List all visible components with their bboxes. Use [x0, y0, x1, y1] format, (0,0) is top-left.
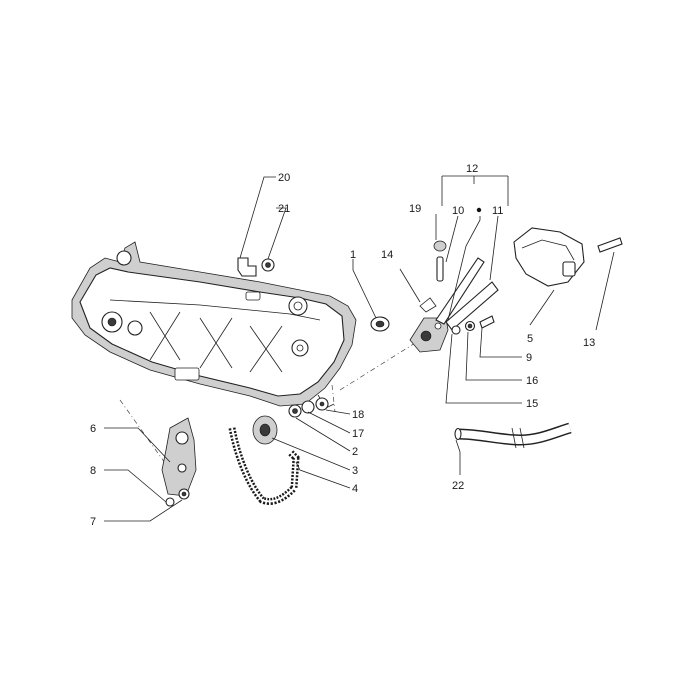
toothed-belt	[228, 427, 300, 505]
label-10: 10	[452, 205, 464, 217]
pulley-stack	[252, 397, 329, 445]
label-2: 2	[352, 446, 358, 458]
label-9: 9	[526, 352, 532, 364]
label-21: 21	[278, 203, 290, 215]
label-7: 7	[90, 516, 96, 528]
label-19: 19	[409, 203, 421, 215]
belt-bracket-part	[161, 417, 197, 507]
label-22: 22	[452, 480, 464, 492]
label-1: 1	[350, 249, 356, 261]
bullet-marker	[476, 207, 482, 213]
label-11: 11	[492, 205, 503, 217]
bracket-part	[237, 257, 275, 277]
pipe-pieces	[433, 240, 447, 282]
oil-pump-part	[409, 257, 499, 353]
label-6: 6	[90, 423, 96, 435]
screw-washer-set	[451, 315, 495, 335]
label-20: 20	[278, 172, 290, 184]
label-4: 4	[352, 483, 358, 495]
hose-part	[454, 422, 572, 449]
label-13: 13	[583, 337, 595, 349]
leader-lines	[104, 175, 615, 522]
label-5: 5	[527, 333, 533, 345]
label-14: 14	[381, 249, 393, 261]
label-8: 8	[90, 465, 96, 477]
crankcase-cover	[71, 241, 357, 409]
label-18: 18	[352, 409, 364, 421]
label-17: 17	[352, 428, 364, 440]
part-labels: 20 21 1 14 12 19 10 11 5 13 9 16 15 18 1…	[90, 163, 595, 528]
oil-seal-part	[370, 316, 390, 332]
label-15: 15	[526, 398, 538, 410]
pump-cover-part	[513, 227, 623, 287]
label-16: 16	[526, 375, 538, 387]
center-lines	[119, 339, 421, 471]
label-3: 3	[352, 465, 358, 477]
label-12: 12	[466, 163, 478, 175]
